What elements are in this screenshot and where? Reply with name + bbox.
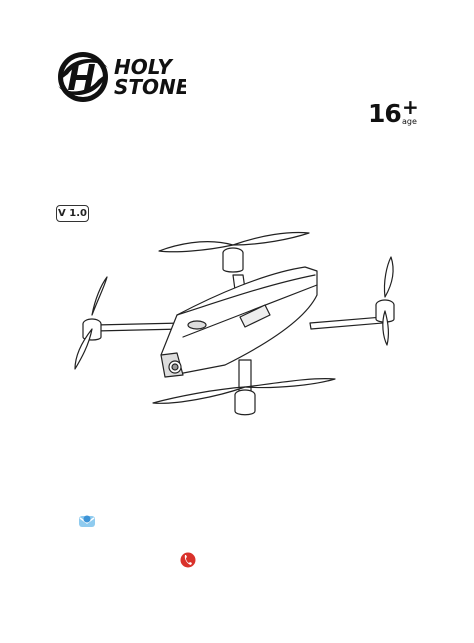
quadcopter-drone-icon [74, 231, 395, 416]
email-icon [78, 513, 96, 529]
age-plus: + [402, 95, 419, 119]
phone-icon [180, 551, 196, 569]
age-word: age [402, 117, 417, 126]
brand-line2: STONE [114, 75, 186, 99]
brand-logo: HOLY STONE [56, 50, 186, 104]
age-number: 16 [368, 99, 402, 128]
drone-illustration [65, 225, 415, 425]
brand-line1: HOLY [114, 55, 174, 79]
holy-stone-emblem-icon: HOLY STONE [58, 52, 186, 102]
version-badge: V 1.0 [56, 205, 89, 222]
age-rating: 16 + age [368, 95, 428, 131]
